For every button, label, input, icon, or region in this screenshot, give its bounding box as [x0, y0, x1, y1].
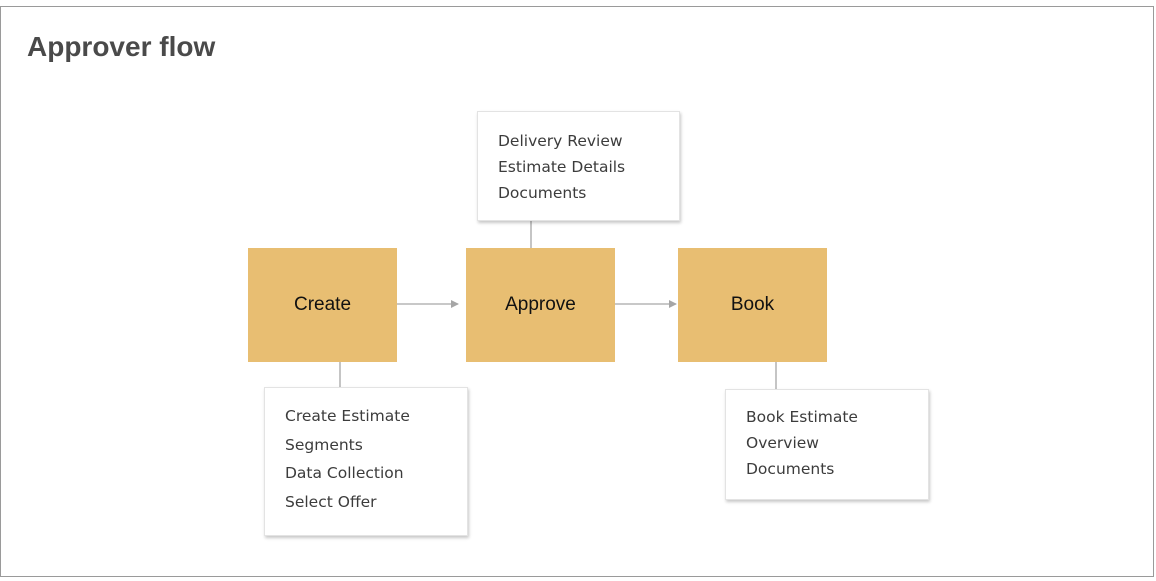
note-item: Overview — [746, 434, 819, 452]
diagram-title: Approver flow — [27, 31, 216, 62]
note-item: Documents — [498, 184, 587, 202]
note-item: Estimate Details — [498, 158, 626, 176]
note-item: Segments — [285, 435, 363, 454]
step-approve-label: Approve — [505, 294, 576, 315]
step-approve: Approve — [466, 248, 615, 362]
note-approve: Delivery Review Estimate Details Documen… — [477, 111, 680, 221]
note-item: Select Offer — [285, 493, 377, 512]
note-item: Data Collection — [285, 464, 404, 483]
step-book-label: Book — [730, 294, 775, 315]
step-book: Book — [678, 248, 827, 362]
note-book-list: Book Estimate Overview Documents — [746, 404, 928, 482]
note-item: Delivery Review — [498, 132, 623, 150]
note-item: Book Estimate — [746, 408, 858, 426]
note-item: Create Estimate — [285, 407, 410, 425]
step-create-label: Create — [293, 294, 352, 315]
note-approve-list: Delivery Review Estimate Details Documen… — [498, 128, 679, 206]
step-create: Create — [248, 248, 397, 362]
note-create-list: Create Estimate Segments Data Collection… — [285, 402, 467, 517]
note-item: Documents — [746, 460, 835, 478]
note-create: Create Estimate Segments Data Collection… — [264, 387, 468, 536]
note-book: Book Estimate Overview Documents — [725, 389, 929, 500]
